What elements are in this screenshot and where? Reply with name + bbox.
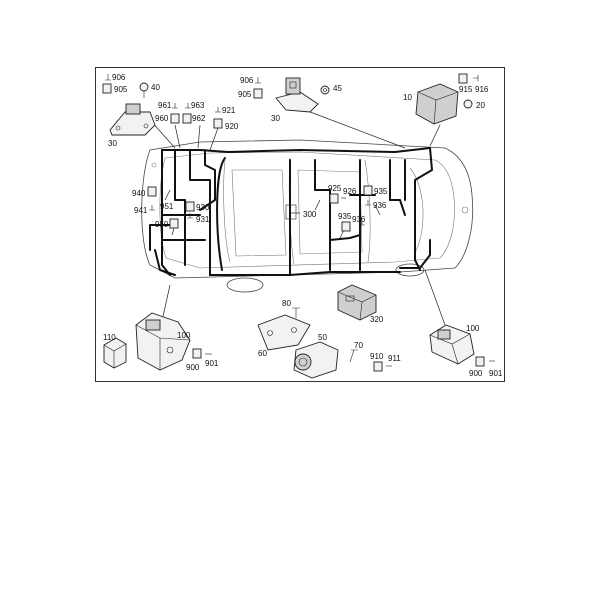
fastener-symbols bbox=[102, 73, 495, 372]
label-70: 70 bbox=[354, 341, 363, 350]
label-901: 901 bbox=[205, 359, 219, 368]
label-962: 962 bbox=[192, 114, 206, 123]
label-901: 901 bbox=[489, 369, 503, 378]
label-110: 110 bbox=[103, 333, 116, 342]
label-30: 30 bbox=[271, 114, 280, 123]
label-926: 926 bbox=[343, 187, 357, 196]
label-925: 925 bbox=[328, 184, 342, 193]
label-100: 100 bbox=[466, 324, 480, 333]
label-906: 906 bbox=[240, 76, 254, 85]
label-40: 40 bbox=[151, 83, 160, 92]
label-910: 910 bbox=[370, 352, 384, 361]
label-950: 950 bbox=[155, 220, 169, 229]
component-110 bbox=[103, 337, 127, 369]
component-60-bracket bbox=[257, 314, 311, 351]
part-labels: 906 905 40 30 961 963 960 962 921 920 90… bbox=[103, 73, 503, 378]
label-940: 940 bbox=[132, 189, 146, 198]
label-30: 30 bbox=[108, 139, 117, 148]
label-916: 916 bbox=[475, 85, 489, 94]
wiring-harness bbox=[149, 147, 433, 276]
label-920: 920 bbox=[225, 122, 239, 131]
label-963: 963 bbox=[191, 101, 205, 110]
label-961: 961 bbox=[158, 101, 172, 110]
label-911: 911 bbox=[388, 354, 401, 363]
component-30-left bbox=[109, 103, 156, 136]
label-941: 941 bbox=[134, 206, 148, 215]
label-935: 935 bbox=[338, 212, 352, 221]
label-10: 10 bbox=[403, 93, 412, 102]
label-900: 900 bbox=[469, 369, 483, 378]
component-300 bbox=[285, 204, 297, 220]
component-30-middle bbox=[275, 77, 319, 113]
label-930: 930 bbox=[196, 203, 210, 212]
label-100: 100 bbox=[177, 331, 191, 340]
component-50-sensor bbox=[293, 341, 339, 379]
label-915: 915 bbox=[459, 85, 473, 94]
label-936: 936 bbox=[373, 201, 387, 210]
label-20: 20 bbox=[476, 101, 485, 110]
label-900: 900 bbox=[186, 363, 200, 372]
label-951: 951 bbox=[160, 202, 174, 211]
label-905: 905 bbox=[238, 90, 252, 99]
car-body-outline bbox=[141, 139, 474, 293]
component-320-connector bbox=[337, 284, 377, 321]
label-935: 935 bbox=[374, 187, 388, 196]
label-320: 320 bbox=[370, 315, 384, 324]
label-936: 936 bbox=[352, 215, 366, 224]
label-80: 80 bbox=[282, 299, 291, 308]
component-100-right bbox=[429, 324, 475, 365]
label-921: 921 bbox=[222, 106, 236, 115]
component-100-left bbox=[135, 312, 191, 371]
label-960: 960 bbox=[155, 114, 169, 123]
label-931: 931 bbox=[196, 215, 210, 224]
label-906: 906 bbox=[112, 73, 126, 82]
label-60: 60 bbox=[258, 349, 267, 358]
component-10-control-unit bbox=[415, 83, 459, 125]
label-905: 905 bbox=[114, 85, 128, 94]
label-50: 50 bbox=[318, 333, 327, 342]
label-300: 300 bbox=[303, 210, 317, 219]
label-45: 45 bbox=[333, 84, 342, 93]
